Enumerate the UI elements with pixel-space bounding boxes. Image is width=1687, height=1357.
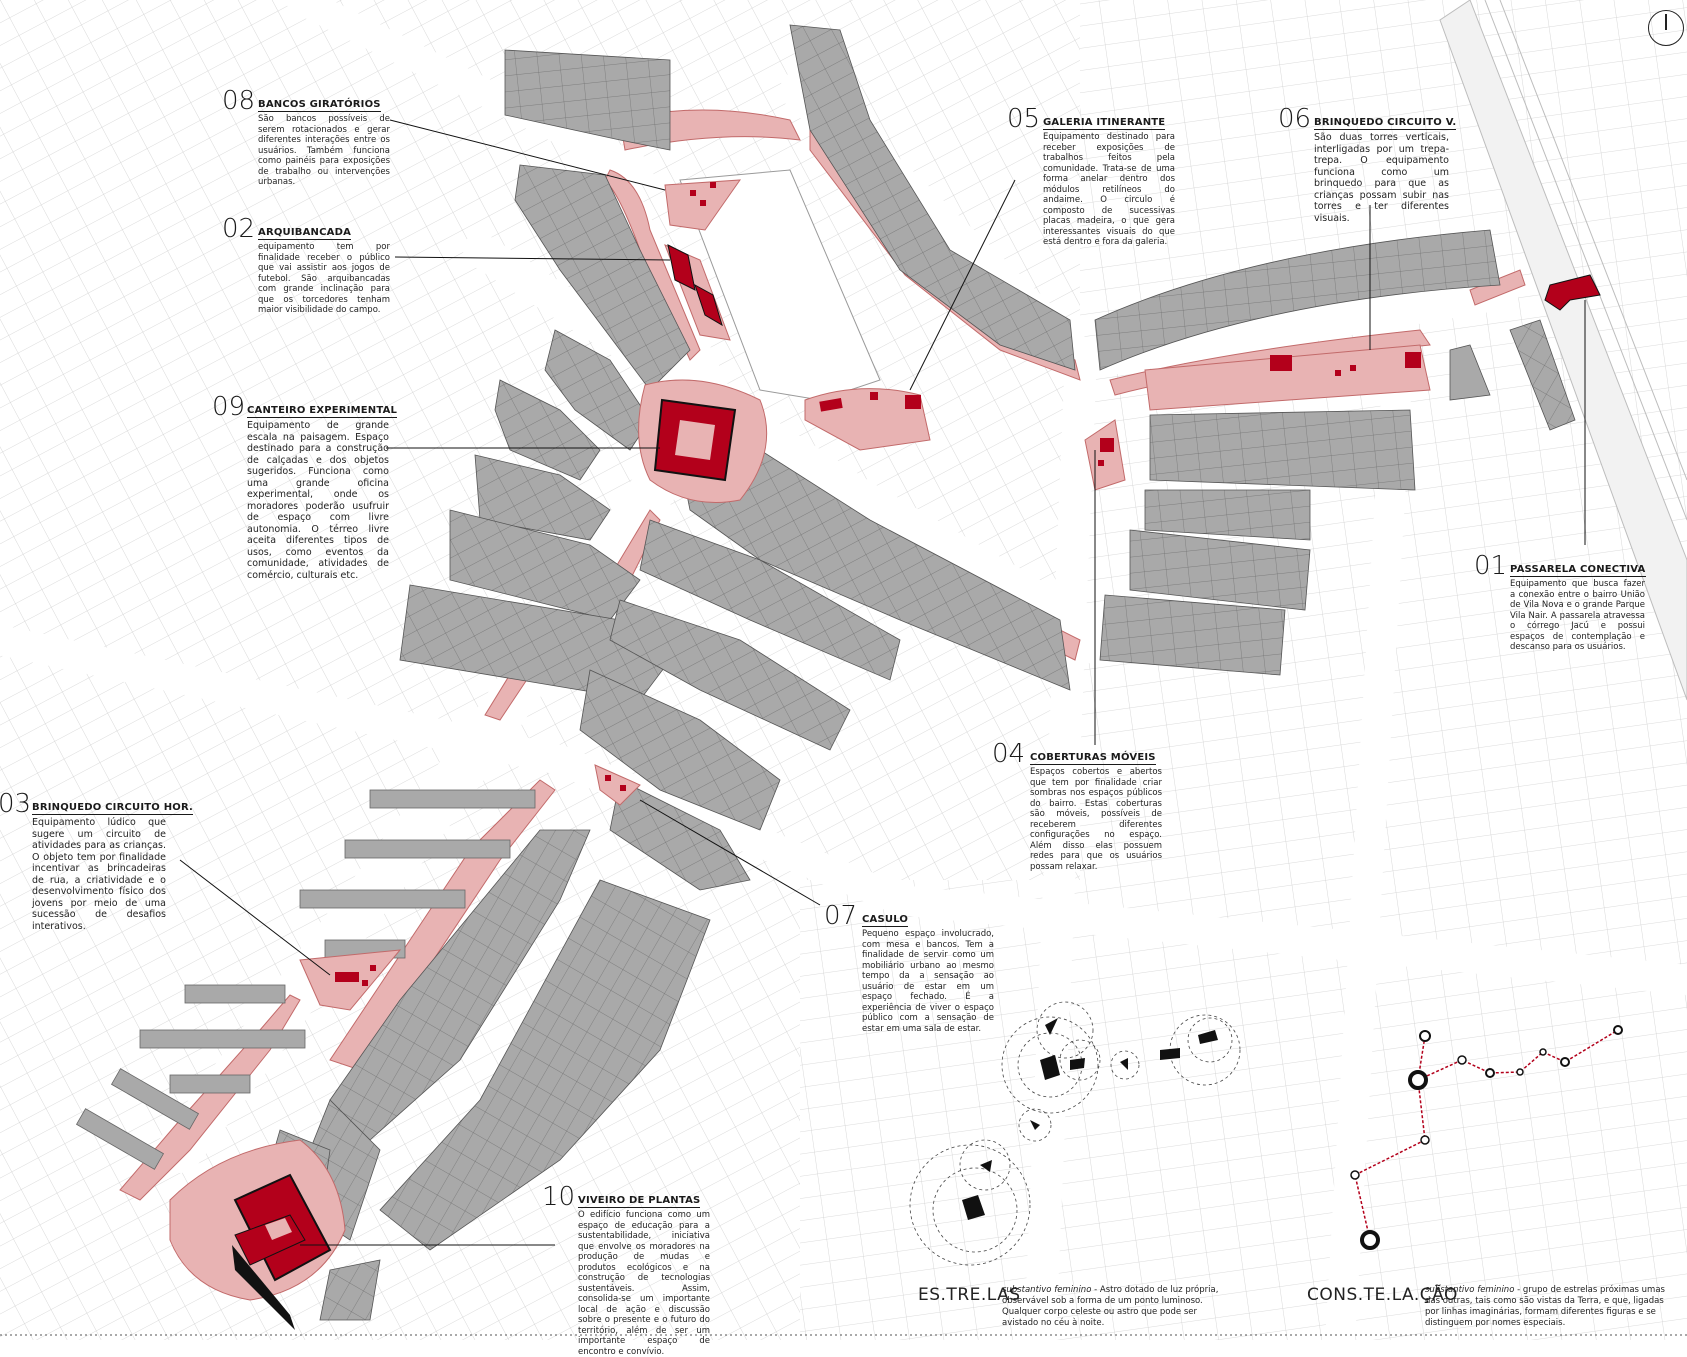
annotation-04: 04 COBERTURAS MÓVEIS Espaços cobertos e … xyxy=(992,739,1162,872)
annotation-05: 05 GALERIA ITINERANTE Equipamento destin… xyxy=(1007,104,1175,248)
annotation-06: 06 BRINQUEDO CIRCUITO V. São duas torres… xyxy=(1278,104,1457,224)
constellation-diagram xyxy=(1350,1025,1623,1250)
annotation-title: BRINQUEDO CIRCUITO HOR. xyxy=(32,802,194,815)
annotation-number: 10 xyxy=(542,1182,576,1212)
annotation-10: 10 VIVEIRO DE PLANTAS O edifício funcion… xyxy=(542,1182,710,1357)
definition-constelacao: CONS.TE.LA.ÇÃO substantivo feminino - gr… xyxy=(1307,1285,1682,1335)
definition-text: substantivo feminino - Astro dotado de l… xyxy=(1002,1285,1234,1329)
annotation-title: GALERIA ITINERANTE xyxy=(1043,117,1166,130)
leader-lines xyxy=(179,119,1586,1246)
annotation-number: 09 xyxy=(212,392,246,422)
building-blocks xyxy=(259,24,1576,1321)
annotation-number: 02 xyxy=(222,214,256,244)
north-arrow-icon xyxy=(1648,10,1684,46)
annotation-description: Equipamento lúdico que sugere um circuit… xyxy=(32,817,166,932)
annotation-number: 06 xyxy=(1278,104,1312,134)
stars-marks xyxy=(962,1018,1218,1220)
annotation-title: CASULO xyxy=(862,914,909,927)
annotation-number: 01 xyxy=(1474,551,1508,581)
annotation-03: 03 BRINQUEDO CIRCUITO HOR. Equipamento l… xyxy=(0,789,194,932)
annotation-description: Equipamento destinado para receber expos… xyxy=(1043,132,1175,247)
annotation-description: Espaços cobertos e abertos que tem por f… xyxy=(1030,767,1162,872)
annotation-number: 08 xyxy=(222,86,256,116)
plazas-objects xyxy=(169,179,1601,1330)
annotation-08: 08 BANCOS GIRATÓRIOS São bancos possívei… xyxy=(222,86,390,188)
definition-word: CONS.TE.LA.ÇÃO xyxy=(1307,1285,1458,1305)
annotation-01: 01 PASSARELA CONECTIVA Equipamento que b… xyxy=(1474,551,1646,653)
annotation-title: VIVEIRO DE PLANTAS xyxy=(578,1195,701,1208)
annotation-02: 02 ARQUIBANCADA equipamento tem por fina… xyxy=(222,214,390,316)
annotation-title: BANCOS GIRATÓRIOS xyxy=(258,99,381,112)
annotation-title: CANTEIRO EXPERIMENTAL xyxy=(247,405,398,418)
annotation-title: BRINQUEDO CIRCUITO V. xyxy=(1314,117,1457,130)
annotation-description: São duas torres verticais, interligadas … xyxy=(1314,132,1449,224)
definition-word: ES.TRE.LAS xyxy=(918,1285,1021,1305)
definition-text: substantivo feminino - grupo de estrelas… xyxy=(1425,1285,1679,1329)
definition-body: - grupo de estrelas próximas umas das ou… xyxy=(1425,1285,1665,1328)
annotation-description: Pequeno espaço involucrado, com mesa e b… xyxy=(862,929,994,1034)
annotation-description: Equipamento de grande escala na paisagem… xyxy=(247,420,389,581)
rail-corridor xyxy=(1439,0,1687,701)
annotation-09: 09 CANTEIRO EXPERIMENTAL Equipamento de … xyxy=(212,392,398,581)
definition-pos: substantivo feminino xyxy=(1425,1285,1515,1295)
annotation-number: 03 xyxy=(0,789,32,819)
definition-estrelas: ES.TRE.LAS substantivo feminino - Astro … xyxy=(918,1285,1238,1335)
annotation-number: 04 xyxy=(992,739,1026,769)
annotation-description: equipamento tem por finalidade receber o… xyxy=(258,242,390,315)
annotation-title: ARQUIBANCADA xyxy=(258,227,352,240)
annotation-title: PASSARELA CONECTIVA xyxy=(1510,564,1646,577)
annotation-number: 07 xyxy=(824,901,858,931)
housing-bars xyxy=(75,789,536,1170)
annotation-description: O edifício funciona como um espaço de ed… xyxy=(578,1210,710,1357)
definition-body: - Astro dotado de luz própria, observáve… xyxy=(1002,1285,1219,1328)
annotation-description: Equipamento que busca fazer a conexão en… xyxy=(1510,579,1645,652)
annotation-number: 05 xyxy=(1007,104,1041,134)
definition-pos: substantivo feminino xyxy=(1002,1285,1092,1295)
annotation-title: COBERTURAS MÓVEIS xyxy=(1030,752,1156,765)
annotation-07: 07 CASULO Pequeno espaço involucrado, co… xyxy=(824,901,994,1034)
annotation-description: São bancos possíveis de serem rotacionad… xyxy=(258,114,390,187)
